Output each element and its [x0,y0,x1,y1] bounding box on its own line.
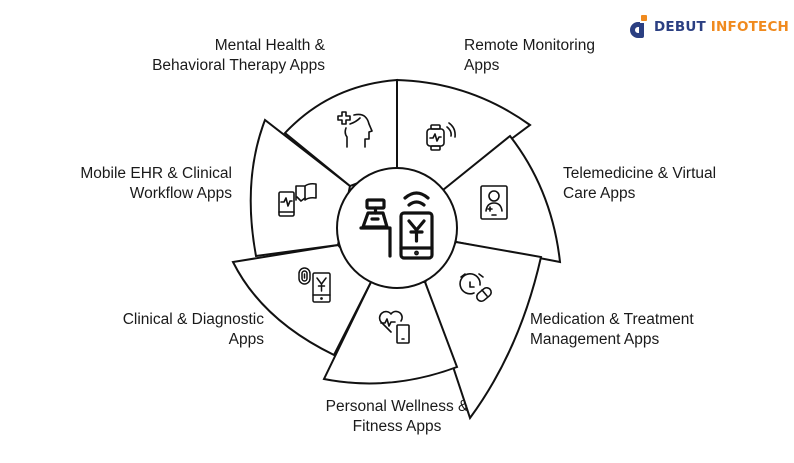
segment-remote-monitoring [396,78,532,192]
segment-clinical-diagnostic [231,243,373,357]
segment-medication [423,240,543,421]
label-mental-health: Mental Health & Behavioral Therapy Apps [152,37,325,74]
brand-logo: DEBUT INFOTECH [628,14,789,40]
center-circle [336,167,458,289]
cash-register-and-mobile-payment-icon [359,191,434,260]
smartwatch-signal-icon [426,122,456,151]
segment-personal-wellness [322,281,459,385]
head-with-medical-cross-icon [337,111,373,148]
label-medication: Medication & Treatment Management Apps [530,311,694,348]
label-remote-monitoring: Remote Monitoring Apps [464,37,595,74]
segment-telemedicine [441,134,562,264]
heart-rate-phone-icon [378,310,410,344]
label-telemedicine: Telemedicine & Virtual Care Apps [563,165,717,202]
brand-name: DEBUT INFOTECH [654,19,789,35]
label-personal-wellness: Personal Wellness & Fitness Apps [325,398,469,435]
doctor-on-tablet-icon [480,185,508,220]
debut-logo-mark-icon [630,15,647,38]
fingerprint-payment-phone-icon [298,267,331,303]
label-clinical-diagnostic: Clinical & Diagnostic Apps [122,311,264,348]
segment-mobile-ehr [249,118,352,258]
phone-ecg-book-icon [278,182,317,217]
label-mobile-ehr: Mobile EHR & Clinical Workflow Apps [80,165,232,202]
segment-mental-health [283,78,398,188]
alarm-clock-pill-icon [459,273,492,303]
brand-name-part1: DEBUT [654,19,706,35]
brand-name-part2: INFOTECH [710,19,790,35]
